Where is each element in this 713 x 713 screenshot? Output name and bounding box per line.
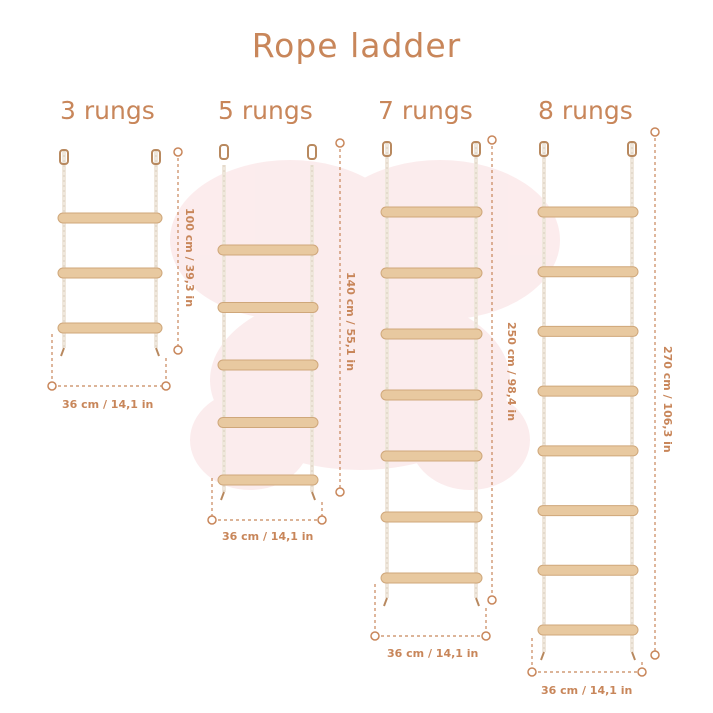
ladder-3-rung [57, 212, 163, 224]
ladder-8-width-label: 36 cm / 14,1 in [541, 684, 633, 697]
ladder-7-height-label: 250 cm / 98,4 in [505, 322, 518, 422]
ladder-8-left-hook-icon [539, 141, 549, 157]
ladder-8-rung [537, 385, 639, 397]
ladder-7-rung [380, 328, 483, 340]
ladder-7-right-hook-icon [471, 141, 481, 157]
ladder-3-height-bottom-marker [173, 345, 183, 355]
ladder-8-left-rope-end [540, 651, 545, 661]
ladder-3-left-rope-end [60, 347, 65, 357]
ladder-7-rung [380, 389, 483, 401]
ladder-8-height-label: 270 cm / 106,3 in [661, 346, 674, 453]
ladder-5-height-label: 140 cm / 55,1 in [344, 272, 357, 372]
ladder-3-rung [57, 322, 163, 334]
ladder-8-right-hook-icon [627, 141, 637, 157]
ladder-5-width-label: 36 cm / 14,1 in [222, 530, 314, 543]
ladder-8-width-left-marker [527, 667, 537, 677]
ladder-8-height-bottom-marker [650, 650, 660, 660]
ladder-5-label: 5 rungs [218, 96, 313, 125]
page-title: Rope ladder [251, 26, 462, 65]
ladder-7-height-top-marker [487, 135, 497, 145]
ladder-5-width-left-marker [207, 515, 217, 525]
ladder-5-height-top-marker [335, 138, 345, 148]
ladder-5-right-rope-end [311, 491, 316, 501]
ladder-7-rung [380, 267, 483, 279]
ladder-3-width-label: 36 cm / 14,1 in [62, 398, 154, 411]
ladder-5-left-rope-end [220, 491, 225, 501]
ladder-5-rung [217, 417, 319, 428]
ladder-8-rung [537, 445, 639, 457]
ladder-8-width-right-marker [637, 667, 647, 677]
ladder-5-height-bottom-marker [335, 487, 345, 497]
ladder-8-rung [537, 505, 639, 517]
ladder-3-height-top-marker [173, 147, 183, 157]
ladder-5-width-right-marker [317, 515, 327, 525]
ladder-8-rung [537, 266, 639, 278]
ladder-8-label: 8 rungs [538, 96, 633, 125]
ladder-7-width-label: 36 cm / 14,1 in [387, 647, 479, 660]
ladder-7-label: 7 rungs [378, 96, 473, 125]
ladder-5-left-hook-icon [219, 144, 229, 160]
ladder-5-rung [217, 244, 319, 256]
ladder-3-height-label: 100 cm / 39,3 in [183, 208, 196, 308]
ladder-3-width-right-marker [161, 381, 171, 391]
ladder-7-height-bottom-marker [487, 595, 497, 605]
ladder-7-width-left-marker [370, 631, 380, 641]
ladder-8-rung [537, 325, 639, 337]
ladder-7-rung [380, 511, 483, 523]
ladder-8-height-top-marker [650, 127, 660, 137]
ladder-7-rung [380, 206, 483, 218]
ladder-3-right-hook-icon [151, 149, 161, 165]
ladder-8-rung [537, 624, 639, 636]
ladder-5-rung [217, 474, 319, 486]
ladder-5-rung [217, 302, 319, 313]
ladder-5-right-hook-icon [307, 144, 317, 160]
ladder-7-left-rope-end [383, 597, 388, 607]
ladder-5-rung [217, 359, 319, 371]
ladder-7-rung [380, 450, 483, 462]
ladder-7-right-rope-end [475, 597, 480, 607]
ladder-3-width-left-marker [47, 381, 57, 391]
ladder-3-left-hook-icon [59, 149, 69, 165]
ladder-3-label: 3 rungs [60, 96, 155, 125]
ladder-8-right-rope-end [631, 651, 636, 661]
ladder-7-width-right-marker [481, 631, 491, 641]
ladder-3-rung [57, 267, 163, 279]
ladder-7-rung [380, 572, 483, 584]
ladder-8-rung [537, 564, 639, 576]
ladder-3-right-rope-end [155, 347, 160, 357]
ladder-8-rung [537, 206, 639, 218]
ladder-7-left-hook-icon [382, 141, 392, 157]
